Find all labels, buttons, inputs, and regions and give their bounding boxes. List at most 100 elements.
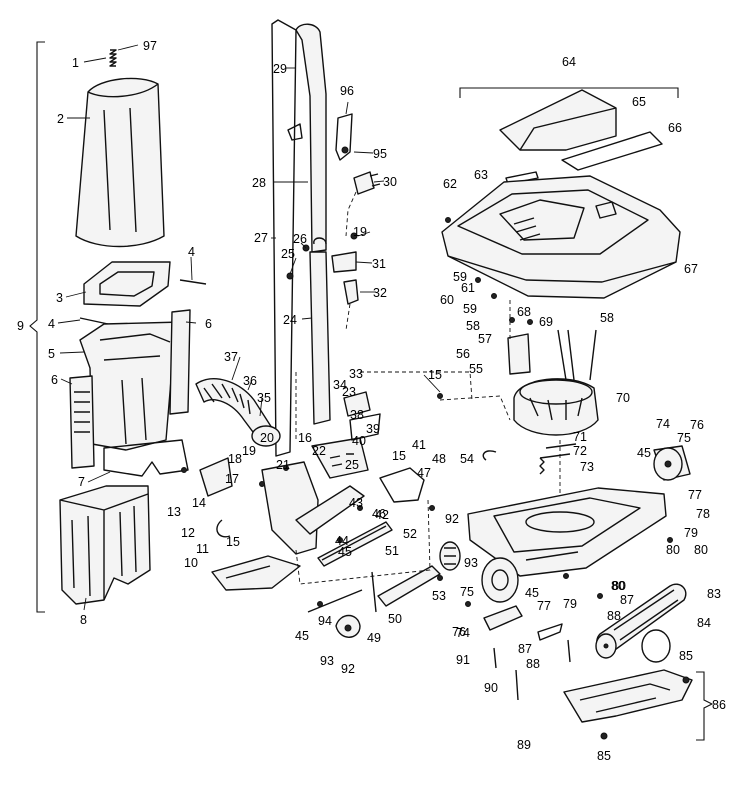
handle-grip-part	[271, 19, 297, 457]
callout-label: 35	[257, 391, 271, 405]
callout-label: 49	[367, 631, 381, 645]
motor-mount-part	[507, 333, 531, 375]
pivot-housing-part	[261, 461, 319, 555]
screw-long-part	[493, 639, 571, 701]
callout-label: 15	[428, 368, 442, 382]
callout-label: 53	[432, 589, 446, 603]
callout-label: 66	[668, 121, 682, 135]
callout-label: 2	[57, 112, 64, 126]
callout-label: 15	[392, 449, 406, 463]
callout-label: 18	[228, 452, 242, 466]
callout-label: 62	[443, 177, 457, 191]
pin-part	[371, 571, 377, 613]
callout-label: 14	[192, 496, 206, 510]
front-wheel-part	[481, 557, 519, 603]
callout-label: 61	[461, 281, 475, 295]
callout-label: 4	[188, 245, 195, 259]
callout-label: 21	[276, 458, 290, 472]
clip-part-lower	[79, 317, 109, 325]
spring-part	[109, 49, 117, 67]
leader-lines	[57, 44, 441, 611]
motor-part	[513, 378, 599, 436]
dirt-cup-part	[59, 485, 151, 605]
handle-tube-part	[295, 23, 327, 253]
switch-part	[331, 251, 357, 273]
callout-label: 19	[242, 444, 256, 458]
callout-label: 39	[366, 422, 380, 436]
hardware-group	[181, 217, 673, 607]
callout-label: 30	[383, 175, 397, 189]
callout-label: 67	[684, 262, 698, 276]
callout-label: 78	[696, 507, 710, 521]
callout-label: 9	[17, 319, 24, 333]
lower-tube-part	[309, 251, 331, 425]
callout-label: 6	[205, 317, 212, 331]
callout-label: 79	[563, 597, 577, 611]
callout-label: 46	[372, 507, 386, 521]
callout-label: 16	[298, 431, 312, 445]
cord-strain-part	[343, 279, 359, 305]
callout-label: 3	[56, 291, 63, 305]
axle-rod-part	[307, 589, 363, 613]
belt-part	[539, 443, 577, 459]
hose-group	[195, 378, 281, 447]
brace-86	[696, 671, 714, 741]
callout-label: 5	[48, 347, 55, 361]
callout-label: 48	[432, 452, 446, 466]
bumper-part	[377, 565, 441, 607]
callout-label: 88	[607, 609, 621, 623]
callout-label: 4	[48, 317, 55, 331]
callout-label: 58	[600, 311, 614, 325]
callout-label: 75	[460, 585, 474, 599]
belt-clip-part	[482, 450, 497, 461]
callout-label: 37	[224, 350, 238, 364]
callout-label: 60	[440, 293, 454, 307]
callout-label: 51	[385, 544, 399, 558]
callout-label: 59	[463, 302, 477, 316]
brace-9	[29, 41, 45, 613]
callout-label: 94	[318, 614, 332, 628]
callout-label: 25	[345, 458, 359, 472]
callout-label: 50	[388, 612, 402, 626]
callout-label: 63	[474, 168, 488, 182]
bag-assembly-group	[29, 41, 207, 613]
linkage-arm-part	[295, 485, 365, 535]
light-strip-part	[561, 131, 663, 171]
mount-plate-part	[199, 457, 233, 497]
handle-assembly-group	[271, 19, 381, 457]
callout-label: 26	[293, 232, 307, 246]
callout-label: 40	[352, 434, 366, 448]
headlight-lens-part	[499, 89, 617, 151]
callout-label: 80	[612, 579, 626, 593]
bracket-part	[335, 113, 353, 161]
callout-label: 27	[254, 231, 268, 245]
callout-label: 12	[181, 526, 195, 540]
callout-label: 43	[349, 496, 363, 510]
gasket-part	[103, 439, 189, 477]
callout-label: 54	[460, 452, 474, 466]
callout-label: 44	[335, 534, 349, 548]
hose-cuff-part	[251, 425, 281, 447]
callout-label: 72	[573, 444, 587, 458]
callout-label: 56	[456, 347, 470, 361]
callout-label: 41	[412, 438, 426, 452]
callout-label: 88	[526, 657, 540, 671]
brace-64	[459, 87, 679, 98]
callout-label: 96	[340, 84, 354, 98]
callout-label: 20	[260, 431, 274, 445]
callout-label: 73	[580, 460, 594, 474]
callout-label: 89	[517, 738, 531, 752]
callout-label: 45	[338, 545, 352, 559]
callout-label: 32	[373, 286, 387, 300]
knob-part	[343, 391, 371, 417]
callout-label: 65	[632, 95, 646, 109]
callout-label: 85	[597, 749, 611, 763]
callout-label: 45	[637, 446, 651, 460]
callout-label: 87	[518, 642, 532, 656]
callout-label: 80	[611, 579, 625, 593]
callout-label: 64	[562, 55, 576, 69]
callout-label: 92	[341, 662, 355, 676]
callout-label: 11	[196, 542, 209, 556]
callout-label: 31	[372, 257, 386, 271]
